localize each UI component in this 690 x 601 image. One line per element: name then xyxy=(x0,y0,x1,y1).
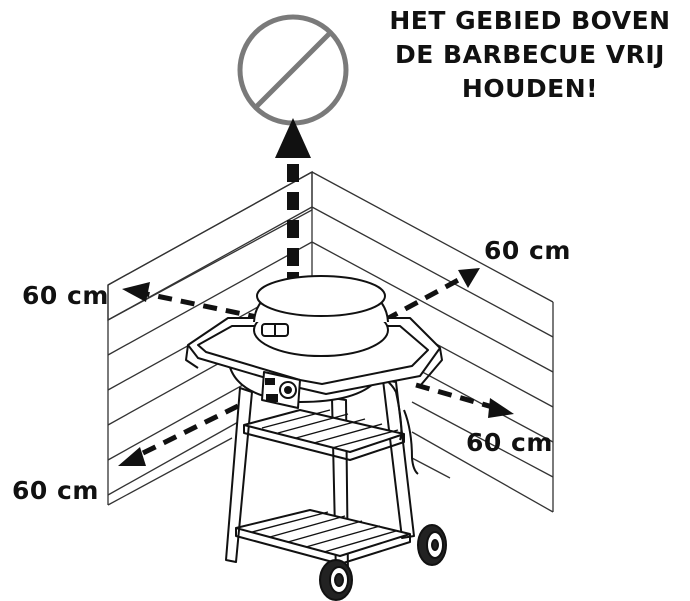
warning-line-2: DE BARBECUE VRIJ xyxy=(395,40,665,69)
warning-text: HET GEBIED BOVEN DE BARBECUE VRIJ HOUDEN… xyxy=(372,4,688,106)
dashed-arrow-right-upper xyxy=(383,275,464,323)
arrowhead-right-lower xyxy=(488,398,514,418)
dashed-arrow-left-lower xyxy=(133,403,240,460)
arrowhead-right-upper xyxy=(458,268,480,288)
dashed-arrow-left-upper xyxy=(141,290,263,321)
label-right-upper: 60 cm xyxy=(484,236,571,265)
warning-line-1: HET GEBIED BOVEN xyxy=(389,6,671,35)
arrowhead-left-upper xyxy=(122,282,150,302)
dashed-arrow-right-lower xyxy=(415,382,497,411)
prohibited-sign-icon xyxy=(237,14,349,126)
barbecue-grill xyxy=(185,275,447,601)
upper-shelf-slats xyxy=(261,409,399,449)
arrowhead-left-lower xyxy=(118,447,146,466)
label-left-lower: 60 cm xyxy=(12,476,99,505)
label-right-lower: 60 cm xyxy=(466,428,553,457)
label-left-upper: 60 cm xyxy=(22,281,109,310)
warning-line-3: HOUDEN! xyxy=(461,74,599,103)
rear-wheel xyxy=(417,524,447,566)
front-wheel xyxy=(319,559,353,601)
lower-shelf-slats xyxy=(251,511,397,553)
